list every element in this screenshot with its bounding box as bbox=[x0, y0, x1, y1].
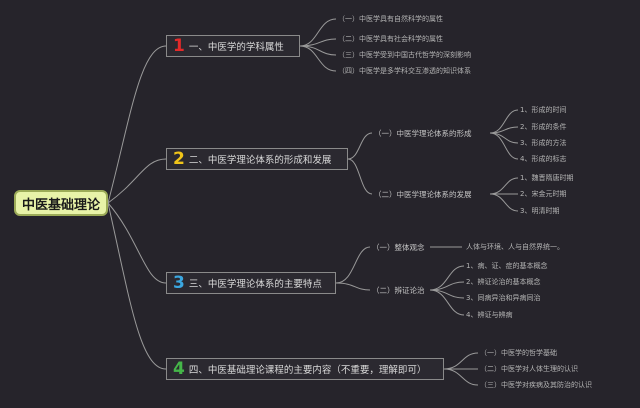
leaf-3-2-3[interactable]: 3、同病异治和异病同治 bbox=[466, 294, 541, 302]
leaf-1-2[interactable]: （二）中医学具有社会科学的属性 bbox=[338, 35, 443, 43]
branch-1[interactable]: 1 一、中医学的学科属性 bbox=[166, 35, 300, 57]
branch-number: 4 bbox=[173, 358, 185, 379]
leaf-2-2-1[interactable]: 1、魏晋隋唐时期 bbox=[520, 174, 574, 182]
leaf-2-1-2[interactable]: 2、形成的条件 bbox=[520, 123, 567, 131]
leaf-2-1-1[interactable]: 1、形成的时间 bbox=[520, 106, 567, 114]
leaf-2-2-3[interactable]: 3、明清时期 bbox=[520, 207, 560, 215]
leaf-1-1[interactable]: （一）中医学具有自然科学的属性 bbox=[338, 15, 443, 23]
leaf-1-3[interactable]: （三）中医学受到中国古代哲学的深刻影响 bbox=[338, 51, 471, 59]
branch-label: 一、中医学的学科属性 bbox=[188, 42, 284, 53]
branch-number: 2 bbox=[173, 148, 185, 169]
leaf-4-3[interactable]: （三）中医学对疾病及其防治的认识 bbox=[480, 381, 592, 389]
sub-3-1[interactable]: （一）整体观念 bbox=[372, 243, 425, 252]
leaf-3-1-1[interactable]: 人体与环境、人与自然界统一。 bbox=[466, 243, 564, 251]
branch-3[interactable]: 3 三、中医学理论体系的主要特点 bbox=[166, 272, 336, 294]
branch-label: 四、中医基础理论课程的主要内容（不重要，理解即可） bbox=[188, 365, 427, 376]
sub-2-2[interactable]: （二）中医学理论体系的发展 bbox=[374, 190, 472, 199]
root-topic[interactable]: 中医基础理论 bbox=[14, 190, 108, 216]
leaf-3-2-4[interactable]: 4、辨证与辨病 bbox=[466, 311, 513, 319]
sub-2-1[interactable]: （一）中医学理论体系的形成 bbox=[374, 129, 472, 138]
leaf-4-1[interactable]: （一）中医学的哲学基础 bbox=[480, 349, 557, 357]
leaf-1-4[interactable]: （四）中医学是多学科交互渗透的知识体系 bbox=[338, 67, 471, 75]
branch-number: 1 bbox=[173, 35, 185, 56]
branch-number: 3 bbox=[173, 272, 185, 293]
branch-4[interactable]: 4 四、中医基础理论课程的主要内容（不重要，理解即可） bbox=[166, 358, 444, 380]
leaf-4-2[interactable]: （二）中医学对人体生理的认识 bbox=[480, 365, 578, 373]
leaf-2-1-4[interactable]: 4、形成的标志 bbox=[520, 155, 567, 163]
leaf-2-1-3[interactable]: 3、形成的方法 bbox=[520, 139, 567, 147]
branch-2[interactable]: 2 二、中医学理论体系的形成和发展 bbox=[166, 148, 348, 170]
sub-3-2[interactable]: （二）辨证论治 bbox=[372, 286, 425, 295]
leaf-3-2-2[interactable]: 2、辨证论治的基本概念 bbox=[466, 278, 541, 286]
leaf-3-2-1[interactable]: 1、病、证、症的基本概念 bbox=[466, 262, 548, 270]
branch-label: 二、中医学理论体系的形成和发展 bbox=[188, 155, 332, 166]
branch-label: 三、中医学理论体系的主要特点 bbox=[188, 279, 322, 290]
leaf-2-2-2[interactable]: 2、宋金元时期 bbox=[520, 190, 567, 198]
